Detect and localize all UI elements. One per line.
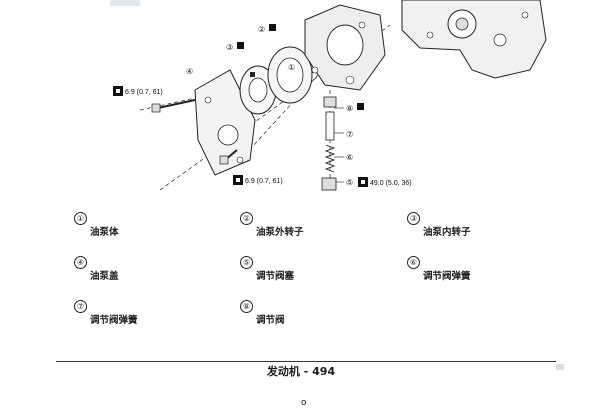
torque-icon — [233, 175, 243, 185]
svg-text:⑦: ⑦ — [346, 130, 353, 139]
callout-5: ⑤ — [346, 178, 353, 187]
legend-label: 调节阀 — [256, 315, 285, 326]
legend-number: ④ — [74, 256, 87, 269]
legend-number: ⑧ — [240, 300, 253, 313]
legend-label: 油泵体 — [90, 227, 119, 238]
legend-number: ② — [240, 212, 253, 225]
legend-number: ① — [74, 212, 87, 225]
outer-rotor — [267, 46, 313, 104]
leader-lines — [334, 107, 344, 183]
footer-divider — [56, 361, 556, 362]
oil-pump-exploded-diagram: 6.9 (0.7, 61) 6.9 (0.7, 61) 49.0 (5.0, 3… — [28, 0, 602, 200]
legend-number: ⑤ — [240, 256, 253, 269]
inner-rotor — [239, 65, 277, 115]
pump-body — [304, 4, 386, 91]
callout-1: ① — [288, 63, 295, 72]
legend-label: 调节阀弹簧 — [90, 315, 138, 326]
cover-bolt-left — [151, 99, 196, 113]
svg-text:⑤: ⑤ — [346, 178, 353, 187]
cover-bolt-bottom — [219, 149, 238, 165]
sealant-icon — [357, 103, 364, 110]
callout-7: ⑦ — [346, 130, 353, 139]
sealant-icon — [269, 24, 276, 31]
callout-2: ② — [258, 24, 276, 34]
svg-text:⑧: ⑧ — [346, 104, 353, 113]
torque-icon — [113, 86, 123, 96]
torque-spec-regulator: 49.0 (5.0, 36) — [370, 180, 412, 187]
svg-text:⑥: ⑥ — [346, 153, 353, 162]
legend-item: ⑦ 调节阀弹簧 — [74, 300, 234, 340]
regulator-valve-stack — [321, 96, 337, 191]
svg-text:③: ③ — [226, 43, 233, 52]
svg-text:②: ② — [258, 25, 265, 34]
legend-label: 调节阀塞 — [256, 271, 295, 282]
legend-item: ② 油泵外转子 — [240, 212, 400, 252]
legend-number: ⑦ — [74, 300, 87, 313]
diagram-svg: 6.9 (0.7, 61) 6.9 (0.7, 61) 49.0 (5.0, 3… — [28, 0, 547, 191]
callout-6: ⑥ — [346, 153, 353, 162]
legend-item: ① 油泵体 — [74, 212, 234, 252]
engine-block — [401, 0, 547, 79]
legend-item: ⑧ 调节阀 — [240, 300, 400, 340]
torque-spec-left: 6.9 (0.7, 61) — [125, 89, 163, 96]
bottom-mark: o — [301, 398, 307, 408]
corner-mark — [556, 364, 564, 370]
svg-text:①: ① — [288, 63, 295, 72]
callout-4: ④ — [186, 67, 193, 76]
legend-number: ③ — [407, 212, 420, 225]
diagram-fragment — [110, 0, 140, 6]
torque-spec-bottom: 6.9 (0.7, 61) — [245, 178, 283, 185]
callout-8: ⑧ — [346, 103, 364, 113]
legend-number: ⑥ — [407, 256, 420, 269]
legend-item: ⑤ 调节阀塞 — [240, 256, 400, 296]
legend-label: 油泵外转子 — [256, 227, 304, 238]
legend-label: 调节阀弹簧 — [423, 271, 471, 282]
sealant-icon — [237, 42, 244, 49]
torque-icon — [358, 177, 368, 187]
callout-3: ③ — [226, 42, 244, 52]
legend-item: ③ 油泵内转子 — [407, 212, 567, 252]
page-footer: 发动机 - 494 — [266, 365, 336, 378]
svg-text:④: ④ — [186, 67, 193, 76]
legend-label: 油泵内转子 — [423, 227, 471, 238]
legend-item: ⑥ 调节阀弹簧 — [407, 256, 567, 296]
legend-label: 油泵盖 — [90, 271, 119, 282]
legend-item: ④ 油泵盖 — [74, 256, 234, 296]
pump-cover — [194, 69, 256, 176]
